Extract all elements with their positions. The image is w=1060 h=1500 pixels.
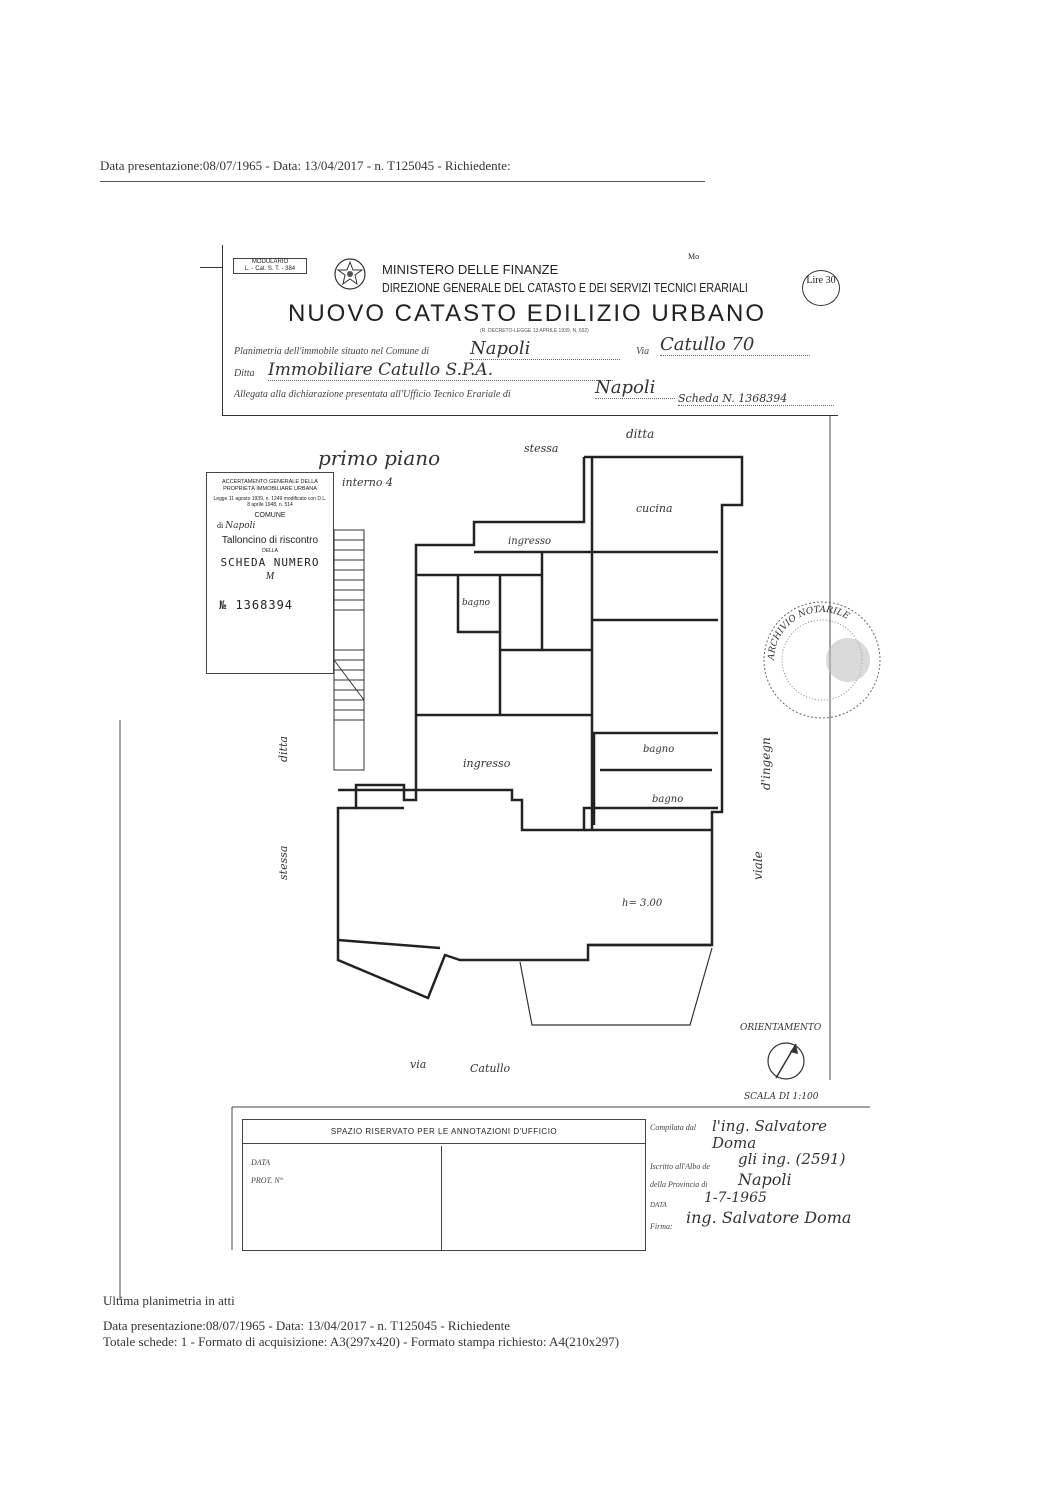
iscritto-value: gli ing. (2591): [738, 1150, 846, 1168]
ditta-label: Ditta: [234, 368, 255, 379]
plan-bagno2-label: bagno: [643, 744, 674, 755]
emblem-icon: [333, 257, 367, 291]
compass-icon: [767, 1042, 805, 1080]
mod-mark: Mo: [688, 252, 700, 261]
office-data-label: DATA: [251, 1158, 271, 1167]
talloncino-comune: COMUNE: [254, 512, 286, 519]
plan-bagno1-label: bagno: [462, 598, 491, 608]
talloncino-scheda: SCHEDA NUMERO: [220, 556, 320, 569]
scheda-value: Scheda N. 1368394: [678, 392, 834, 406]
footer-line3: Totale schede: 1 - Formato di acquisizio…: [103, 1334, 620, 1349]
plan-interno-label: interno 4: [342, 476, 393, 489]
law-reference: (R. DECRETO-LEGGE 13 APRILE 1939, N. 652…: [480, 328, 589, 334]
compilata-label: Compilata dal: [650, 1123, 697, 1132]
plan-height-label: h= 3.00: [622, 898, 663, 909]
modulario-code: L. - Cat. S. T. - 384: [244, 266, 296, 272]
notary-stamp-icon: ARCHIVIO NOTARILE: [760, 598, 884, 722]
plan-ditta-left-label: ditta: [277, 736, 290, 762]
stairs: [333, 529, 365, 771]
modulario-box: MODULARIO L. - Cat. S. T. - 384: [233, 258, 307, 274]
via-value: Catullo 70: [660, 334, 810, 356]
talloncino-number: № 1368394: [219, 598, 294, 612]
office-prot-label: PROT. N°: [251, 1176, 283, 1185]
talloncino-box: ACCERTAMENTO GENERALE DELLA PROPRIETÀ IM…: [206, 472, 334, 674]
talloncino-di-value: Napoli: [225, 521, 256, 531]
iscritto-label: Iscritto all'Albo de: [650, 1162, 710, 1171]
provincia-label: della Provincia di: [650, 1180, 708, 1189]
talloncino-della: DELLA: [262, 548, 278, 554]
talloncino-line2: Legge 11 agosto 1939, n. 1249 modificato…: [213, 496, 327, 508]
ministry-name: MINISTERO DELLE FINANZE: [382, 262, 559, 277]
compilata-value: l'ing. Salvatore Doma: [712, 1117, 828, 1152]
plan-catullo-label: Catullo: [470, 1062, 511, 1075]
allegata-label: Allegata alla dichiarazione presentata a…: [234, 389, 511, 400]
plan-stessa-label: stessa: [524, 442, 558, 455]
talloncino-di: di: [217, 521, 224, 530]
footer-line1: Ultima planimetria in atti: [103, 1293, 235, 1308]
top-header: Data presentazione:08/07/1965 - Data: 13…: [100, 158, 511, 173]
form-title: NUOVO CATASTO EDILIZIO URBANO: [288, 300, 767, 327]
plan-cucina-label: cucina: [636, 502, 673, 515]
plan-bagno3-label: bagno: [652, 794, 683, 805]
talloncino-m: M: [265, 571, 275, 582]
balcony-outline: [519, 947, 713, 1026]
direzione-name: DIREZIONE GENERALE DEL CATASTO E DEI SER…: [382, 280, 748, 295]
provincia-value: Napoli: [738, 1170, 792, 1189]
plan-walls: [336, 455, 744, 1000]
form-header-frame: [222, 245, 838, 416]
sheet-lines: [119, 415, 870, 1300]
office-box: SPAZIO RISERVATO PER LE ANNOTAZIONI D'UF…: [242, 1119, 646, 1251]
plan-ingresso-main-label: ingresso: [463, 757, 511, 770]
footer-line2: Data presentazione:08/07/1965 - Data: 13…: [103, 1318, 510, 1333]
plan-via-label: via: [410, 1058, 426, 1071]
data-label: DATA: [650, 1201, 667, 1209]
modulario-label: MODULARIO: [251, 259, 289, 265]
plan-ditta-top-label: ditta: [626, 427, 654, 441]
data-value: 1-7-1965: [704, 1190, 767, 1206]
talloncino-title: Talloncino di riscontro: [221, 535, 319, 546]
ditta-value: Immobiliare Catullo S.P.A.: [268, 360, 613, 381]
plan-ingegn-label: d'ingegn: [759, 737, 773, 790]
plan-viale-label: viale: [751, 851, 765, 880]
ufficio-value: Napoli: [595, 377, 675, 399]
frame-tick: [200, 267, 222, 268]
stamp-value-circle: Lire 30: [802, 270, 840, 306]
plan-floor-label: primo piano: [318, 446, 440, 470]
plan-orientamento-label: ORIENTAMENTO: [740, 1023, 822, 1033]
planimetria-label: Planimetria dell'immobile situato nel Co…: [234, 346, 430, 357]
firma-label: Firma:: [650, 1222, 673, 1231]
comune-value: Napoli: [470, 338, 620, 360]
office-spazio-header: SPAZIO RISERVATO PER LE ANNOTAZIONI D'UF…: [243, 1120, 645, 1144]
header-rule: [100, 181, 705, 182]
firma-value: ing. Salvatore Doma: [686, 1208, 852, 1227]
plan-scala-label: SCALA DI 1:100: [744, 1092, 819, 1102]
via-label: Via: [636, 346, 650, 357]
office-divider: [441, 1146, 442, 1250]
plan-ingresso-top-label: ingresso: [508, 536, 551, 547]
plan-stessa-left-label: stessa: [277, 846, 290, 880]
talloncino-line1: ACCERTAMENTO GENERALE DELLA PROPRIETÀ IM…: [222, 479, 318, 492]
